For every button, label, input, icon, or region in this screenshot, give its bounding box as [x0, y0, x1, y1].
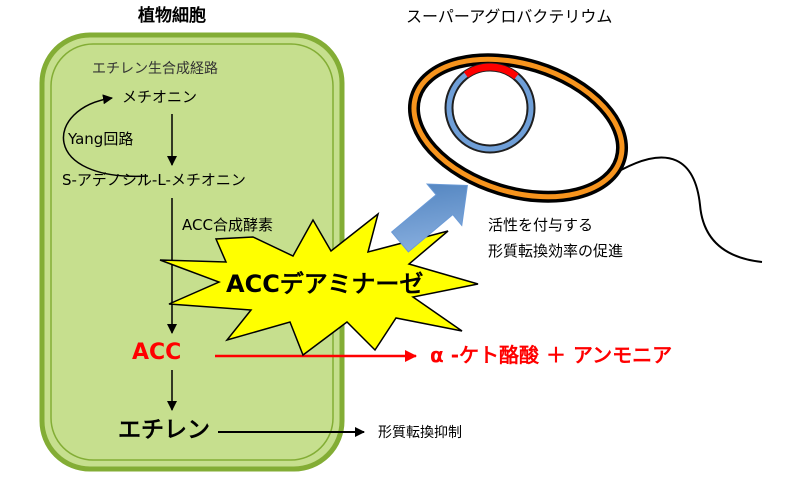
acc-label: ACC [132, 340, 182, 365]
ethylene-label: エチレン [118, 417, 210, 443]
acc-deaminase-label: ACCデアミナーゼ [226, 270, 424, 298]
flagellum [620, 156, 763, 263]
bacterium-title: スーパーアグロバクテリウム [406, 7, 613, 26]
products-label: α -ケト酪酸 ＋ アンモニア [430, 343, 673, 367]
pathway-title: エチレン生合成経路 [92, 61, 218, 77]
yang-cycle-label: Yang回路 [68, 130, 134, 148]
blue-arrow [390, 183, 468, 253]
enzyme-burst [159, 212, 479, 357]
bacterium [407, 53, 629, 203]
plant-cell-title: 植物細胞 [138, 6, 206, 26]
plasmid [444, 62, 536, 154]
bacterium-note-line1: 活性を付与する [488, 216, 594, 234]
yang-cycle-arrow [62, 94, 149, 177]
bacterium-note-line2: 形質転換効率の促進 [488, 242, 624, 260]
sam-label: S-アデノシル-L-メチオニン [62, 171, 246, 189]
methionine-label: メチオニン [122, 88, 198, 106]
acc-synthase-label: ACC合成酵素 [182, 216, 273, 234]
plasmid-gene-insert [463, 63, 519, 80]
ethylene-effect-label: 形質転換抑制 [378, 425, 462, 441]
